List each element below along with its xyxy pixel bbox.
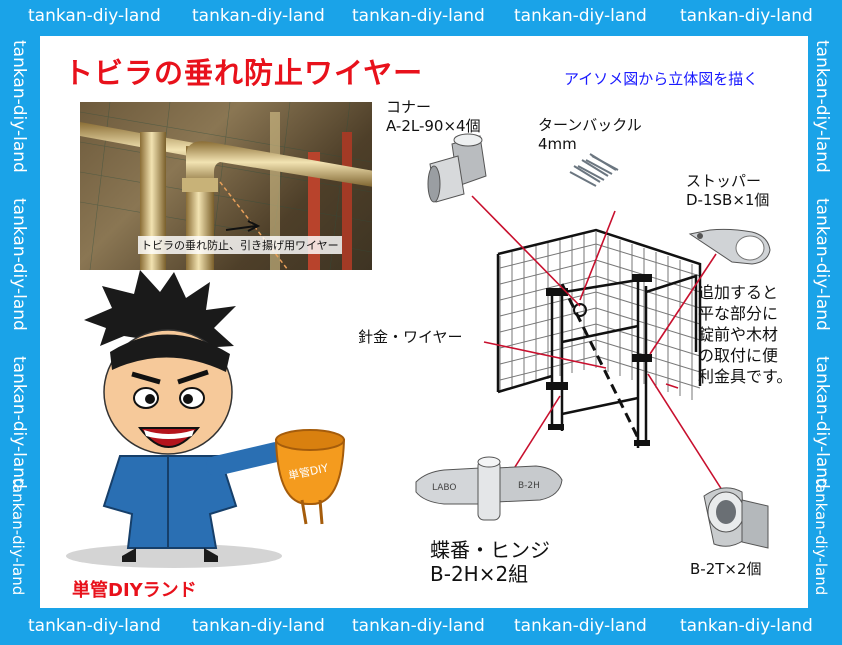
watermark-top-1: tankan-diy-land (28, 6, 161, 26)
corner-name: コナー (386, 98, 432, 116)
stopper-name: ストッパー (686, 172, 762, 190)
photo-caption: トビラの垂れ防止、引き揚げ用ワイヤー (138, 236, 342, 254)
watermark-right-3: tankan-diy-land (812, 356, 832, 489)
fence-grid (499, 232, 701, 400)
note-line-4: の取付に便 (698, 346, 779, 365)
photo: トビラの垂れ防止、引き揚げ用ワイヤー (80, 102, 372, 270)
corner-label: コナー A-2L-90×4個 (386, 98, 481, 136)
stopper-spec: D-1SB×1個 (686, 191, 770, 209)
watermark-bottom-4: tankan-diy-land (514, 616, 647, 636)
watermark-top-4: tankan-diy-land (514, 6, 647, 26)
watermark-bottom-3: tankan-diy-land (352, 616, 485, 636)
stopper-label: ストッパー D-1SB×1個 (686, 172, 769, 210)
watermark-left-4: tankan-diy-land (9, 478, 27, 596)
turnbuckle-part (569, 153, 619, 187)
note-line-5: 利金具です。 (698, 367, 793, 386)
watermark-bottom-2: tankan-diy-land (192, 616, 325, 636)
hinge-engraving-right: B-2H (518, 481, 540, 491)
wire-label: 針金・ワイヤー (358, 328, 463, 346)
page-subtitle: アイソメ図から立体図を描く (564, 70, 759, 88)
watermark-top-2: tankan-diy-land (192, 6, 325, 26)
turnbuckle-mark (573, 303, 587, 317)
watermark-right-1: tankan-diy-land (812, 40, 832, 173)
watermark-bottom-1: tankan-diy-land (28, 616, 161, 636)
page-title: トビラの垂れ防止ワイヤー (64, 56, 424, 90)
hinge-spec: B-2H×2組 (430, 562, 529, 586)
tee-spec: B-2T×2個 (690, 560, 762, 578)
brand-name: 単管DIYランド (72, 580, 197, 601)
turnbuckle-name: ターンバックル (538, 116, 642, 134)
note-line-2: 平な部分に (698, 304, 779, 323)
turnbuckle-label: ターンバックル 4mm (538, 116, 642, 154)
note: 追加すると 平な部分に 錠前や木材 の取付に便 利金具です。 (698, 282, 792, 387)
joint-markers (546, 274, 652, 446)
watermark-top-5: tankan-diy-land (680, 6, 813, 26)
tee-fitting-part (703, 487, 769, 549)
leader-lines (471, 195, 723, 491)
mascot: 単管DIY (66, 270, 346, 568)
note-line-3: 錠前や木材 (698, 325, 779, 344)
turnbuckle-spec: 4mm (538, 135, 577, 153)
hinge-part: LABO B-2H (415, 456, 563, 521)
corner-fitting-part (427, 133, 487, 203)
frame-pipes (496, 228, 702, 448)
content-panel: トビラの垂れ防止ワイヤー アイソメ図から立体図を描く (40, 36, 808, 608)
stopper-part (688, 228, 771, 265)
hinge-engraving-left: LABO (432, 483, 456, 493)
assembly-diagram: LABO B-2H (66, 133, 771, 568)
watermark-right-4: tankan-diy-land (812, 478, 830, 596)
watermark-left-2: tankan-diy-land (9, 198, 29, 331)
corner-spec: A-2L-90×4個 (386, 117, 481, 135)
watermark-right-2: tankan-diy-land (812, 198, 832, 331)
watermark-bottom-5: tankan-diy-land (680, 616, 813, 636)
hinge-label: 蝶番・ヒンジ B-2H×2組 (430, 538, 550, 586)
watermark-left-1: tankan-diy-land (9, 40, 29, 173)
watermark-top-3: tankan-diy-land (352, 6, 485, 26)
diagonal-wire (560, 283, 642, 443)
watermark-left-3: tankan-diy-land (9, 356, 29, 489)
note-line-1: 追加すると (698, 283, 779, 302)
hinge-name: 蝶番・ヒンジ (430, 538, 550, 562)
